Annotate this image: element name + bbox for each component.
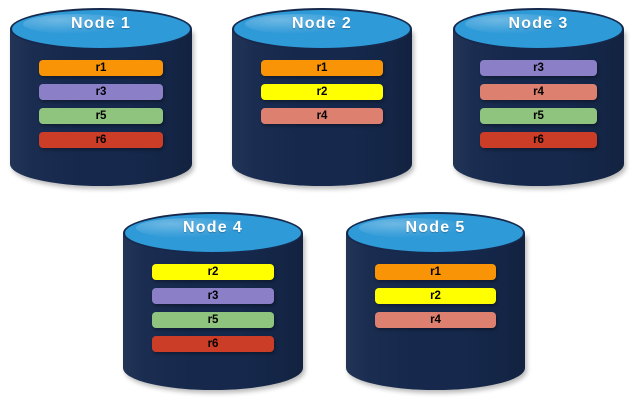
replica-bar-r1[interactable]: r1 — [39, 60, 163, 76]
replica-bar-r5[interactable]: r5 — [151, 312, 275, 328]
replica-bar-r4[interactable]: r4 — [260, 108, 384, 124]
replica-bar-r6[interactable]: r6 — [151, 336, 275, 352]
cylinder-body — [232, 29, 412, 186]
cylinder-top-ellipse — [232, 8, 412, 50]
replica-bar-r3[interactable]: r3 — [151, 288, 275, 304]
replica-bar-r5[interactable]: r5 — [480, 108, 597, 124]
replica-list: r1 r2 r4 — [346, 264, 525, 328]
replica-bar-r3[interactable]: r3 — [480, 60, 597, 76]
replica-list: r3 r4 r5 r6 — [453, 60, 624, 148]
replica-bar-r4[interactable]: r4 — [480, 84, 597, 100]
replica-bar-r5[interactable]: r5 — [39, 108, 163, 124]
replica-bar-r3[interactable]: r3 — [39, 84, 163, 100]
cylinder-body — [10, 29, 192, 186]
replica-bar-r6[interactable]: r6 — [39, 132, 163, 148]
replica-bar-r2[interactable]: r2 — [374, 288, 497, 304]
replica-bar-r4[interactable]: r4 — [374, 312, 497, 328]
replica-list: r1 r2 r4 — [232, 60, 412, 124]
replica-bar-r2[interactable]: r2 — [151, 264, 275, 280]
cylinder-body — [453, 29, 624, 186]
cylinder-top-ellipse — [10, 8, 192, 50]
cylinder-top-ellipse — [123, 212, 303, 254]
replica-bar-r2[interactable]: r2 — [260, 84, 384, 100]
cylinder-top-ellipse — [346, 212, 525, 254]
replica-bar-r6[interactable]: r6 — [480, 132, 597, 148]
replica-list: r1 r3 r5 r6 — [10, 60, 192, 148]
cylinder-top-ellipse — [453, 8, 624, 50]
cylinder-body — [123, 233, 303, 390]
cylinder-body — [346, 233, 525, 390]
replica-bar-r1[interactable]: r1 — [260, 60, 384, 76]
replica-list: r2 r3 r5 r6 — [123, 264, 303, 352]
replica-bar-r1[interactable]: r1 — [374, 264, 497, 280]
